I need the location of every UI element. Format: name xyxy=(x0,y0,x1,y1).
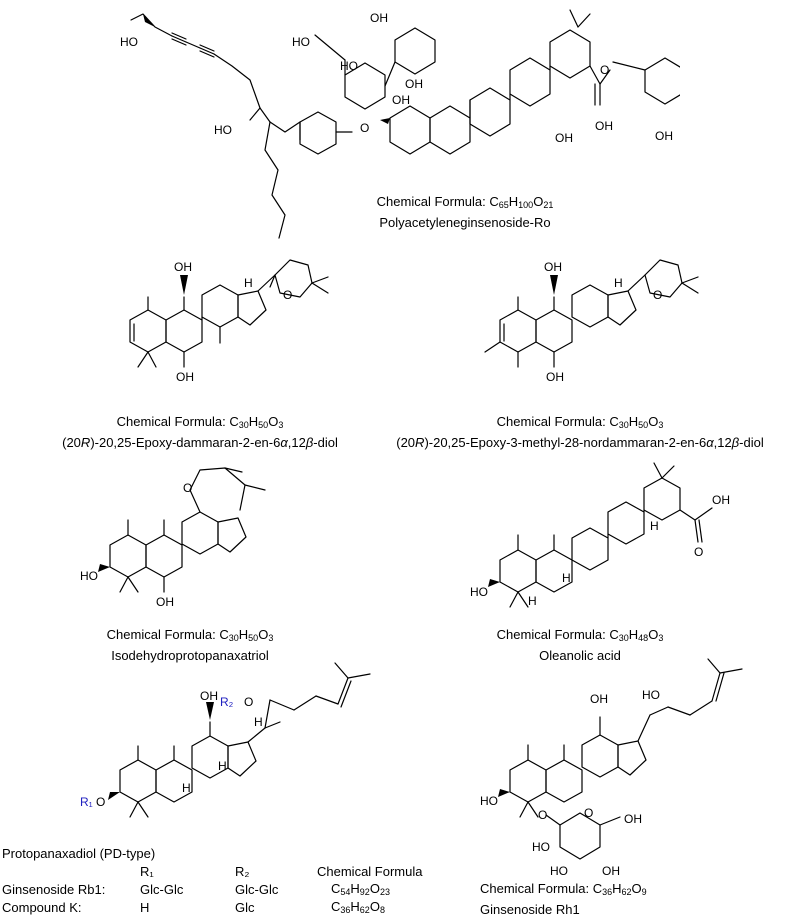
atom-label: HO xyxy=(480,794,498,808)
atom-label: H xyxy=(650,519,659,533)
atom-label: O xyxy=(538,808,547,822)
caption-epoxy-dammaranen-diol: Chemical Formula: C30H50O3 (20R)-20,25-E… xyxy=(60,413,340,451)
atom-label: O xyxy=(360,121,369,135)
r1-cell: H xyxy=(140,899,150,915)
structure-epoxy-dammaranen-diol: OH OH O H xyxy=(90,255,390,410)
table-header-cell: Chemical Formula xyxy=(317,863,423,879)
structure-oleanolic-acid: OH O HO H H H xyxy=(470,460,730,630)
compound-name: Polyacetyleneginsenoside-Ro xyxy=(379,215,551,230)
atom-label: OH xyxy=(156,595,174,609)
atom-label: H xyxy=(528,594,537,608)
atom-label: H xyxy=(614,276,623,290)
atom-label: H xyxy=(244,276,253,290)
atom-label: O xyxy=(584,806,593,820)
atom-label: OH xyxy=(712,493,730,507)
r2-cell: Glc-Glc xyxy=(235,881,279,897)
atom-label: OH xyxy=(405,77,423,91)
caption-ginsenoside-rh1: Chemical Formula: C36H62O9 Ginsenoside R… xyxy=(470,880,730,918)
atom-label: H xyxy=(218,759,227,773)
atom-label: HO xyxy=(214,123,232,137)
caption-epoxy-methyl-nordammaranen-diol: Chemical Formula: C30H50O3 (20R)-20,25-E… xyxy=(380,413,780,451)
compound-name-cell: Compound K: xyxy=(2,899,82,915)
structure-isodehydroprotopanaxatriol: O HO OH xyxy=(80,460,320,620)
table-header-cell: R₂ xyxy=(235,863,250,879)
formula-line: Chemical Formula: C30H50O3 xyxy=(496,414,664,430)
atom-label: HO xyxy=(642,688,660,702)
structure-polyacetyleneginsenoside-ro: HO HO HO OH HO OH OH O O OH OH OH xyxy=(120,0,680,240)
atom-label: H xyxy=(254,715,263,729)
atom-label: H xyxy=(182,781,191,795)
atom-label: OH xyxy=(370,11,388,25)
atom-label: OH xyxy=(602,864,620,878)
compound-name: (20R)-20,25-Epoxy-dammaran-2-en-6α,12β-d… xyxy=(62,435,338,450)
r1-group-label: R₁ xyxy=(80,795,93,809)
atom-label: HO xyxy=(80,569,98,583)
atom-label: O xyxy=(653,288,662,302)
atom-label: OH xyxy=(590,692,608,706)
formula-cell: C36H62O8 xyxy=(331,899,385,915)
compound-name: (20R)-20,25-Epoxy-3-methyl-28-nordammara… xyxy=(396,435,764,450)
atom-label: OH xyxy=(392,93,410,107)
atom-label: O xyxy=(694,545,703,559)
compound-name-cell: Ginsenoside Rb1: xyxy=(2,881,106,897)
compound-name: Ginsenoside Rh1 xyxy=(480,902,580,917)
formula-line: Chemical Formula: C30H48O3 xyxy=(496,627,664,643)
caption-isodehydroprotopanaxatriol: Chemical Formula: C30H50O3 Isodehydropro… xyxy=(50,626,330,664)
table-row: Compound K: H Glc C36H62O8 xyxy=(2,898,422,916)
structure-epoxy-methyl-nordammaranen-diol: OH OH O H xyxy=(470,255,770,410)
table-header-cell xyxy=(2,862,140,880)
atom-label: OH xyxy=(200,689,218,703)
structure-ginsenoside-rh1: OH HO HO O O OH HO HO OH xyxy=(480,655,780,880)
atom-label: O xyxy=(283,288,292,302)
formula-cell: C54H92O23 xyxy=(331,881,390,897)
compound-name: Oleanolic acid xyxy=(539,648,621,663)
atom-label: OH xyxy=(555,131,573,145)
compound-name: Isodehydroprotopanaxatriol xyxy=(111,648,269,663)
formula-line: Chemical Formula: C30H50O3 xyxy=(106,627,274,643)
atom-label: OH xyxy=(595,119,613,133)
r2-group-label: R₂ xyxy=(220,695,234,709)
atom-label: HO xyxy=(120,35,138,49)
atom-label: O xyxy=(600,63,609,77)
atom-label: HO xyxy=(340,59,358,73)
atom-label: OH xyxy=(546,370,564,384)
atom-label: HO xyxy=(470,585,488,599)
atom-label: O xyxy=(244,695,253,709)
table-row: Ginsenoside Rb1: Glc-Glc Glc-Glc C54H92O… xyxy=(2,880,422,898)
atom-label: OH xyxy=(176,370,194,384)
formula-line: Chemical Formula: C30H50O3 xyxy=(116,414,284,430)
pd-type-title: Protopanaxadiol (PD-type) xyxy=(2,846,156,861)
atom-label: OH xyxy=(655,129,673,143)
r2-cell: Glc xyxy=(235,899,255,915)
caption-polyacetyleneginsenoside-ro: Chemical Formula: C65H100O21 Polyacetyle… xyxy=(330,193,600,231)
atom-label: O xyxy=(183,481,192,495)
formula-line: Chemical Formula: C65H100O21 xyxy=(376,194,554,210)
atom-label: HO xyxy=(550,864,568,878)
atom-label: O xyxy=(96,795,105,809)
atom-label: OH xyxy=(624,812,642,826)
atom-label: HO xyxy=(292,35,310,49)
r1-cell: Glc-Glc xyxy=(140,881,184,897)
atom-label: HO xyxy=(532,840,550,854)
table-header-cell: R₁ xyxy=(140,863,154,879)
atom-label: OH xyxy=(544,260,562,274)
caption-oleanolic-acid: Chemical Formula: C30H48O3 Oleanolic aci… xyxy=(440,626,720,664)
atom-label: H xyxy=(562,571,571,585)
atom-label: OH xyxy=(174,260,192,274)
structure-protopanaxadiol: OH R₂ O R₁ O H H H xyxy=(80,660,380,830)
table-header-row: R₁ R₂ Chemical Formula xyxy=(2,862,422,880)
pd-type-table: R₁ R₂ Chemical Formula Ginsenoside Rb1: … xyxy=(2,862,422,916)
formula-line: Chemical Formula: C36H62O9 xyxy=(480,881,647,897)
